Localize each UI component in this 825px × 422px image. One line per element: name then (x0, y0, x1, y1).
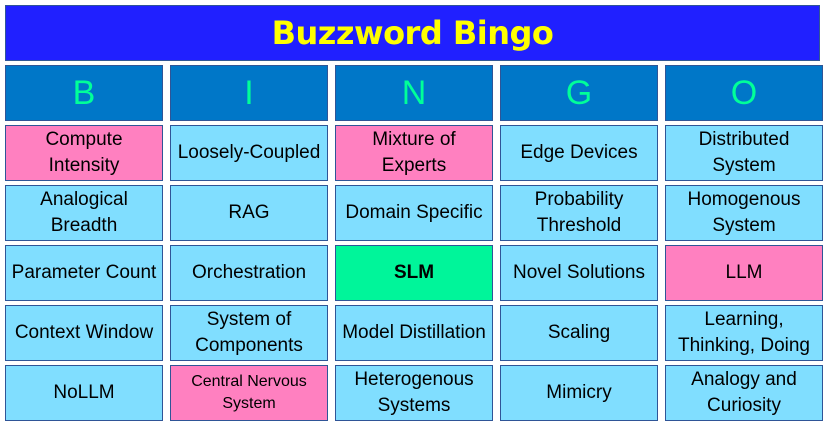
bingo-cell[interactable]: Mimicry (500, 365, 658, 421)
bingo-cell[interactable]: Analogy and Curiosity (665, 365, 823, 421)
bingo-cell[interactable]: Scaling (500, 305, 658, 361)
bingo-cell[interactable]: Model Distillation (335, 305, 493, 361)
column-header-i: I (170, 65, 328, 121)
bingo-cell[interactable]: Context Window (5, 305, 163, 361)
column-header-n: N (335, 65, 493, 121)
column-header-o: O (665, 65, 823, 121)
bingo-title: Buzzword Bingo (5, 5, 820, 61)
bingo-cell[interactable]: Orchestration (170, 245, 328, 301)
bingo-cell[interactable]: Analogical Breadth (5, 185, 163, 241)
bingo-cell[interactable]: Edge Devices (500, 125, 658, 181)
bingo-cell[interactable]: SLM (335, 245, 493, 301)
bingo-cell[interactable]: Central Nervous System (170, 365, 328, 421)
bingo-cell[interactable]: Compute Intensity (5, 125, 163, 181)
bingo-cell[interactable]: LLM (665, 245, 823, 301)
bingo-cell[interactable]: Heterogenous Systems (335, 365, 493, 421)
bingo-cell[interactable]: RAG (170, 185, 328, 241)
bingo-cell[interactable]: Learning, Thinking, Doing (665, 305, 823, 361)
bingo-cell[interactable]: System of Components (170, 305, 328, 361)
bingo-cell[interactable]: Probability Threshold (500, 185, 658, 241)
bingo-cell[interactable]: Homogenous System (665, 185, 823, 241)
bingo-cell[interactable]: Parameter Count (5, 245, 163, 301)
bingo-cell[interactable]: Mixture of Experts (335, 125, 493, 181)
column-header-b: B (5, 65, 163, 121)
bingo-cell[interactable]: Loosely-Coupled (170, 125, 328, 181)
column-header-g: G (500, 65, 658, 121)
bingo-cell[interactable]: NoLLM (5, 365, 163, 421)
bingo-cell[interactable]: Novel Solutions (500, 245, 658, 301)
bingo-cell[interactable]: Domain Specific (335, 185, 493, 241)
bingo-cell[interactable]: Distributed System (665, 125, 823, 181)
